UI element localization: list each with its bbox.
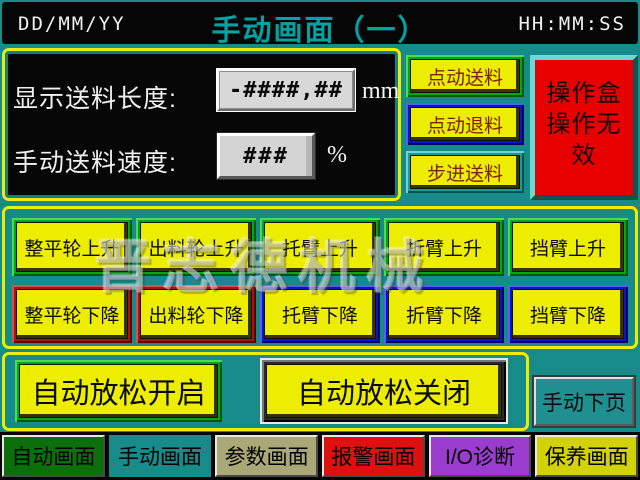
date-display: DD/MM/YY	[18, 13, 126, 35]
page-title: 手动画面（一）	[211, 15, 429, 47]
feed-length-unit: mm	[362, 78, 400, 104]
step-feed-label: 步进送料	[410, 155, 520, 189]
leveling-roller-up-label: 整平轮上升	[16, 222, 128, 272]
auto-release-close-button[interactable]: 自动放松关闭	[262, 360, 506, 422]
manual-buttons-panel: 整平轮上升 出料轮上升 托臂上升 折臂上升 挡臂上升 整平轮下降 出料轮下降	[2, 206, 638, 349]
auto-release-panel: 自动放松开启 自动放松关闭	[2, 352, 529, 431]
step-feed-button[interactable]: 步进送料	[406, 151, 524, 193]
jog-feed-label: 点动送料	[410, 59, 520, 93]
fold-arm-up-button[interactable]: 折臂上升	[384, 218, 504, 276]
fold-arm-down-button[interactable]: 折臂下降	[384, 285, 504, 343]
stop-arm-up-button[interactable]: 挡臂上升	[508, 218, 628, 276]
topbar: DD/MM/YY 手动画面（一） HH:MM:SS	[2, 2, 638, 47]
manual-next-page-button[interactable]: 手动下页	[534, 377, 634, 426]
feed-length-label: 显示送料长度:	[13, 85, 177, 113]
support-arm-down-button[interactable]: 托臂下降	[260, 285, 380, 343]
nav-maintenance-screen[interactable]: 保养画面	[535, 435, 639, 477]
nav-auto-screen[interactable]: 自动画面	[2, 435, 105, 477]
feed-speed-unit: %	[327, 142, 347, 168]
jog-retract-button[interactable]: 点动退料	[406, 103, 524, 145]
feed-length-display: -####,##	[217, 69, 355, 111]
down-buttons-row: 整平轮下降 出料轮下降 托臂下降 折臂下降 挡臂下降	[12, 285, 628, 343]
feed-info-panel: 显示送料长度: -####,## mm 手动送料速度: ### %	[2, 48, 401, 201]
screen-navbar: 自动画面 手动画面 参数画面 报警画面 I/O诊断 保养画面	[0, 432, 640, 480]
nav-manual-screen[interactable]: 手动画面	[108, 435, 212, 477]
stop-arm-up-label: 挡臂上升	[512, 222, 624, 272]
support-arm-up-label: 托臂上升	[264, 222, 376, 272]
up-buttons-row: 整平轮上升 出料轮上升 托臂上升 折臂上升 挡臂上升	[12, 218, 628, 276]
feed-speed-input[interactable]: ###	[217, 133, 315, 179]
nav-alarm-screen[interactable]: 报警画面	[322, 435, 425, 477]
auto-release-open-label: 自动放松开启	[19, 364, 218, 418]
leveling-roller-up-button[interactable]: 整平轮上升	[12, 218, 132, 276]
leveling-roller-down-button[interactable]: 整平轮下降	[12, 285, 132, 343]
support-arm-up-button[interactable]: 托臂上升	[260, 218, 380, 276]
nav-io-diagnosis[interactable]: I/O诊断	[428, 435, 532, 477]
discharge-roller-up-button[interactable]: 出料轮上升	[136, 218, 256, 276]
jog-feed-button[interactable]: 点动送料	[406, 55, 524, 97]
fold-arm-up-label: 折臂上升	[388, 222, 500, 272]
discharge-roller-down-label: 出料轮下降	[140, 289, 252, 339]
auto-release-open-button[interactable]: 自动放松开启	[15, 360, 222, 422]
discharge-roller-down-button[interactable]: 出料轮下降	[136, 285, 256, 343]
support-arm-down-label: 托臂下降	[264, 289, 376, 339]
fold-arm-down-label: 折臂下降	[388, 289, 500, 339]
operation-box-status: 操作盒操作无效	[530, 55, 638, 200]
jog-retract-label: 点动退料	[410, 107, 520, 141]
stop-arm-down-button[interactable]: 挡臂下降	[508, 285, 628, 343]
nav-parameter-screen[interactable]: 参数画面	[215, 435, 319, 477]
auto-release-close-label: 自动放松关闭	[266, 364, 502, 418]
feed-speed-label: 手动送料速度:	[13, 149, 177, 177]
discharge-roller-up-label: 出料轮上升	[140, 222, 252, 272]
leveling-roller-down-label: 整平轮下降	[16, 289, 128, 339]
stop-arm-down-label: 挡臂下降	[512, 289, 624, 339]
time-display: HH:MM:SS	[518, 13, 626, 35]
